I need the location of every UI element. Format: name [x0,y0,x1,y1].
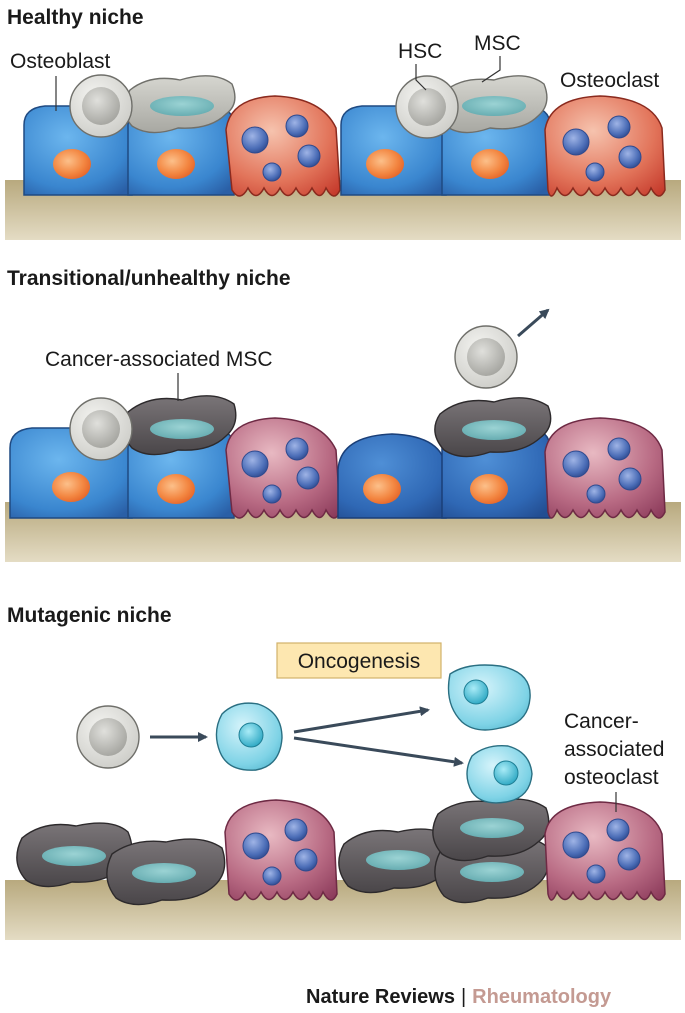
cancer-msc-label: Cancer-associated MSC [45,348,273,371]
osteoclast-cell [544,417,666,519]
osteoblast-nucleus [366,149,404,179]
oncogenesis-label: Oncogenesis [298,650,421,673]
osteoblast-nucleus [363,474,401,504]
osteoblast-nucleus [471,149,509,179]
hsc-leader [415,64,427,91]
cancer-osteoclast-label-line1: Cancer- [564,710,639,733]
osteoclast-cell [544,95,666,197]
egress-arrow [517,308,550,338]
departing-hsc-cell [454,325,518,389]
msc-leader [481,56,501,83]
msc-label: MSC [474,32,521,55]
transformed-cell [215,702,283,771]
osteoblast-nucleus [53,149,91,179]
cancer-osteoclast-label-line3: osteoclast [564,766,659,789]
osteoblast-cell [337,433,447,519]
footer: Nature Reviews | Rheumatology [306,986,612,1008]
osteoclast-cell [225,95,341,197]
mutagenic-title: Mutagenic niche [7,604,172,627]
footer-credit: Nature Reviews | Rheumatology [306,986,612,1008]
cancer-msc-cell [122,395,237,456]
hsc-cell [69,397,133,461]
proliferation-arrow-upper [293,706,430,734]
msc-cell [123,75,236,134]
cancer-msc-cell [106,838,226,906]
footer-separator: | [461,986,466,1008]
hsc-cell [69,74,133,138]
hsc-cell [76,705,140,769]
cancer-cell [466,745,533,804]
footer-subject: Rheumatology [472,986,612,1008]
cancer-msc-cell [432,798,550,862]
hsc-cell [395,75,459,139]
mutagenic-panel: Mutagenic niche Oncogenesis [5,604,681,940]
oncogenesis-box: Oncogenesis [276,642,442,679]
osteoblast-label: Osteoblast [10,50,111,73]
healthy-panel: Healthy niche [5,6,681,240]
proliferation-arrow-lower [293,736,464,767]
cancer-msc-cell [434,397,552,458]
footer-journal: Nature Reviews [306,986,455,1008]
transitional-title: Transitional/unhealthy niche [7,267,291,290]
cancer-cell [447,664,531,731]
transitional-panel: Transitional/unhealthy niche [5,267,681,562]
osteoblast-nucleus [157,474,195,504]
cancer-msc-cell [338,828,456,894]
cancer-msc-cell [16,822,133,888]
cancer-osteoclast-cell [224,799,338,901]
cancer-osteoclast-label-line2: associated [564,738,664,761]
osteoblast-nucleus [157,149,195,179]
osteoblast-nucleus [470,474,508,504]
hsc-label: HSC [398,40,442,63]
osteoclast-label: Osteoclast [560,69,659,92]
cancer-osteoclast-cell [544,801,666,901]
healthy-title: Healthy niche [7,6,144,29]
osteoblast-nucleus [52,472,90,502]
osteoclast-cell [225,417,341,519]
